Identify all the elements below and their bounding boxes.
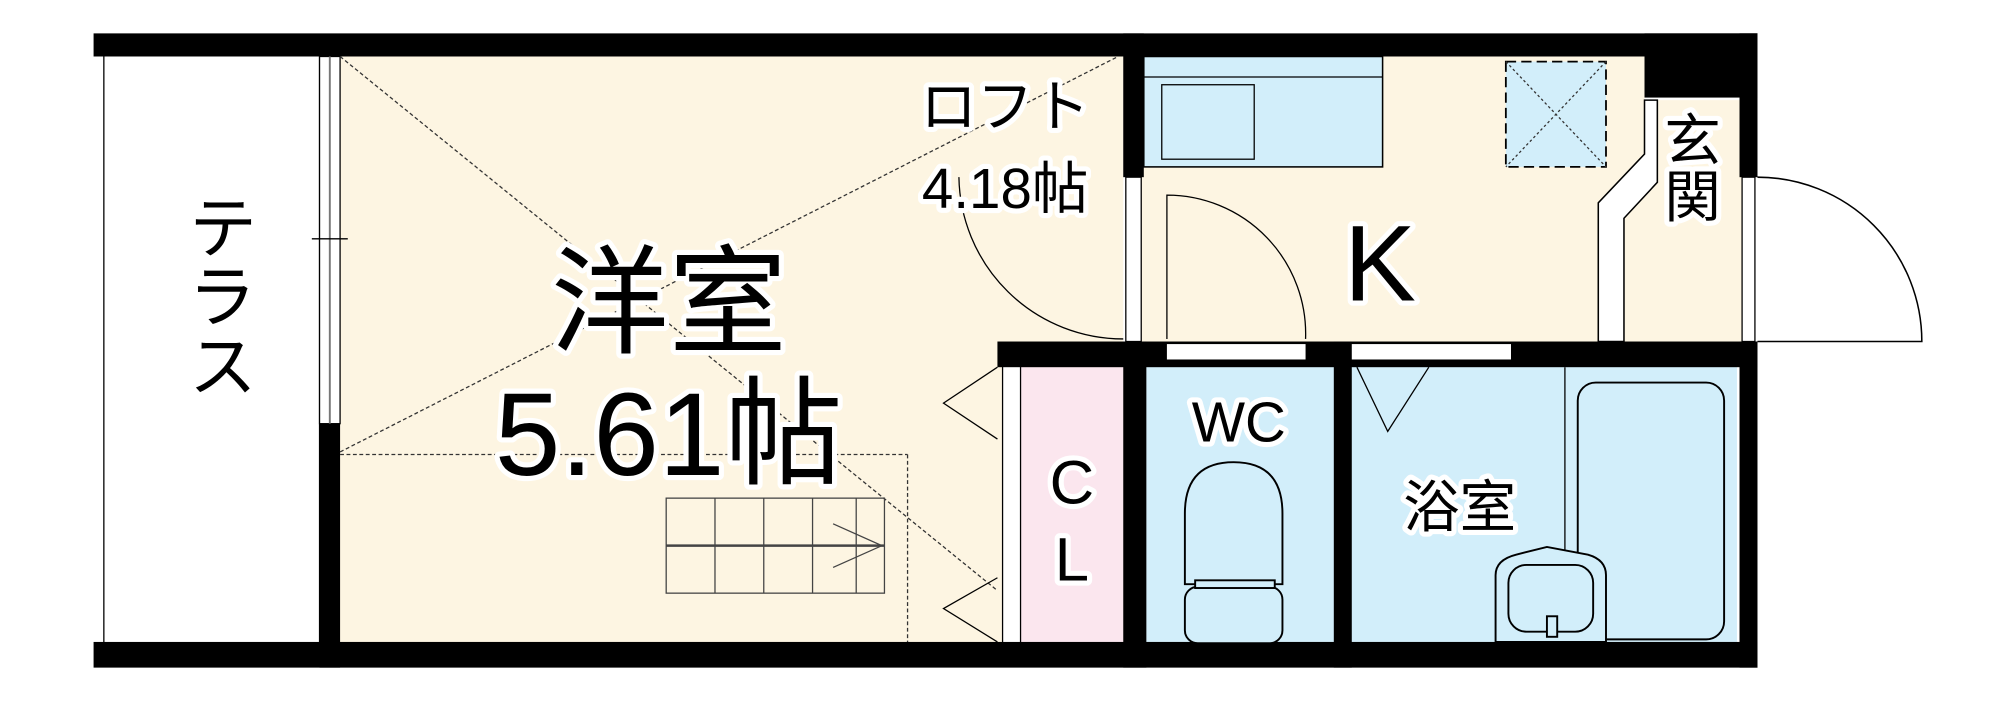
terrace-area <box>103 53 321 651</box>
bathroom-label: 浴室 <box>1403 475 1516 538</box>
western-room-size: 5.61帖 <box>495 369 843 501</box>
loft-size: 4.18帖 <box>922 157 1088 220</box>
closet-label-bottom: L <box>1055 525 1089 594</box>
sink-icon <box>1161 84 1255 160</box>
closet-label-top: C <box>1050 448 1094 517</box>
bathtub-icon <box>1576 381 1726 641</box>
toilet-icon <box>1183 461 1284 645</box>
western-room <box>337 53 1124 650</box>
entrance-door-icon <box>1757 176 1923 343</box>
kitchen-label: K <box>1344 202 1416 323</box>
entrance-area <box>1644 100 1745 342</box>
entrance-label: 玄関 <box>1657 110 1720 223</box>
room-labels: テラス 洋室 5.61帖 ロフト 4.18帖 K 玄関 C L WC 浴室 <box>173 70 1725 600</box>
closet-area <box>1020 364 1124 650</box>
washbasin-icon <box>1494 545 1607 643</box>
stairs-icon <box>665 497 886 594</box>
toilet-label: WC <box>1192 391 1286 454</box>
western-room-label: 洋室 <box>551 238 787 370</box>
loft-label: ロフト <box>920 75 1089 138</box>
terrace-label: テラス <box>178 191 256 399</box>
loft-outline <box>339 55 1119 642</box>
